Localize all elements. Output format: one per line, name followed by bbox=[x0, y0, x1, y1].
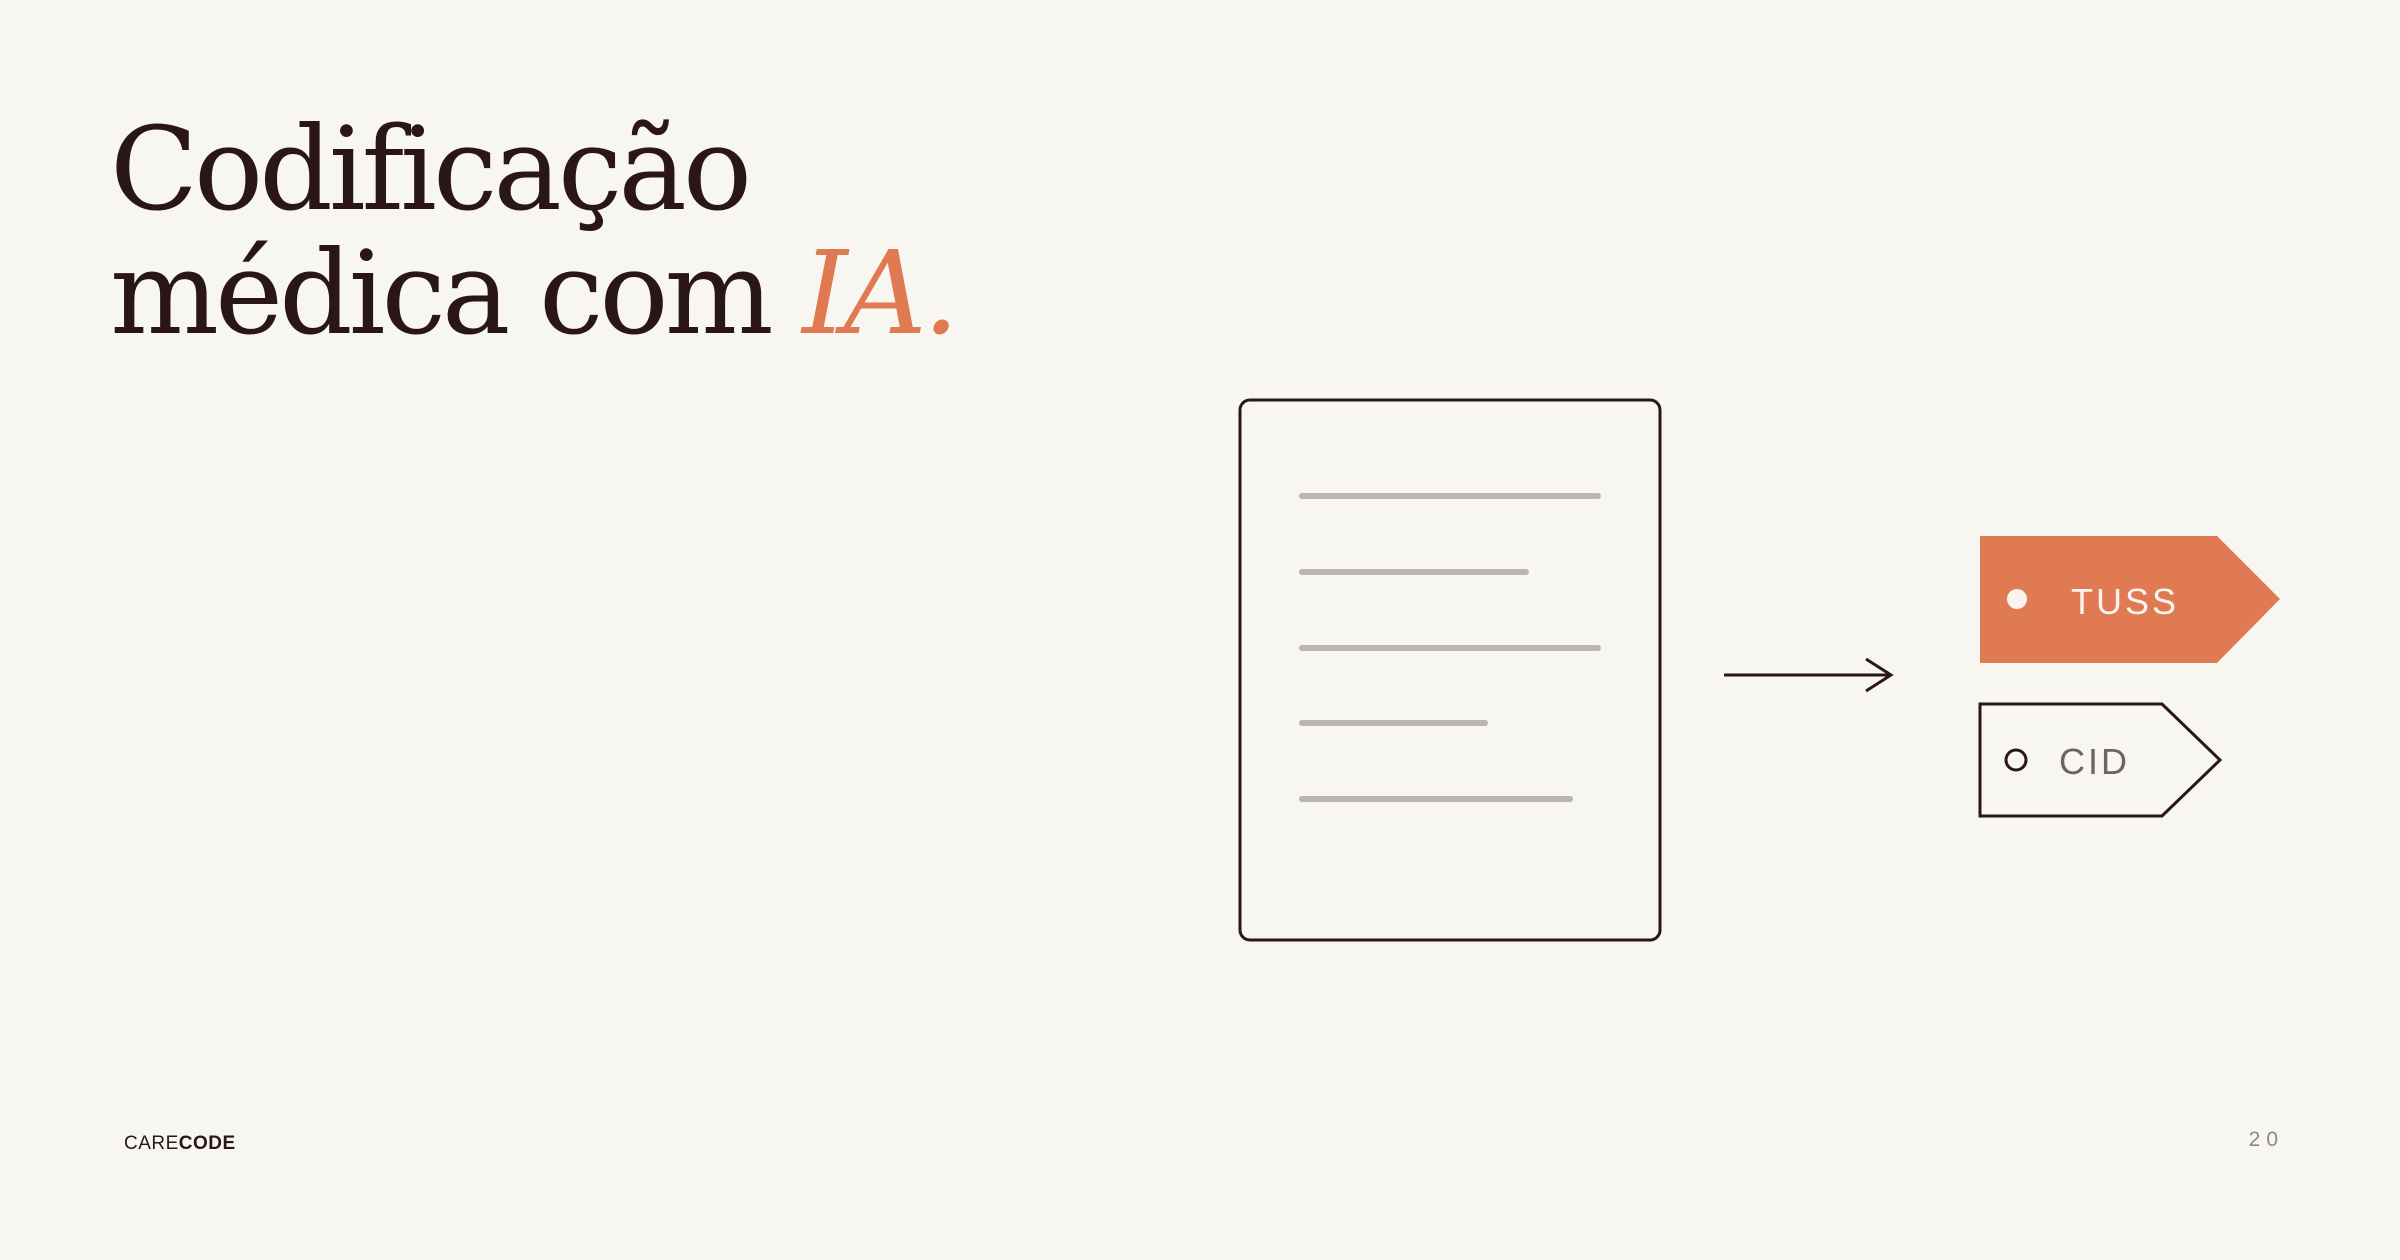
title-line-2-text: médica com bbox=[110, 227, 803, 361]
tag-dot-outline-icon bbox=[2004, 748, 2028, 772]
tag-tuss bbox=[1980, 536, 2280, 663]
page-number: 20 bbox=[2248, 1128, 2284, 1151]
document-icon bbox=[1238, 398, 1662, 942]
tag-dot-filled-icon bbox=[2007, 589, 2027, 609]
tag-cid-label: CID bbox=[2059, 741, 2130, 782]
title-line-1: Codificação bbox=[110, 103, 752, 237]
brand-logo: CARECODE bbox=[124, 1133, 236, 1155]
title-accent: IA. bbox=[802, 227, 959, 361]
brand-care: CARE bbox=[124, 1133, 179, 1154]
brand-code: CODE bbox=[178, 1133, 236, 1154]
tag-tuss-label: TUSS bbox=[2071, 581, 2180, 622]
title-line-2: médica com IA. bbox=[110, 232, 959, 356]
tag-cid bbox=[1978, 702, 2223, 818]
slide-title: Codificação médica com IA. bbox=[110, 103, 959, 356]
arrow-right-icon bbox=[1724, 657, 1894, 693]
